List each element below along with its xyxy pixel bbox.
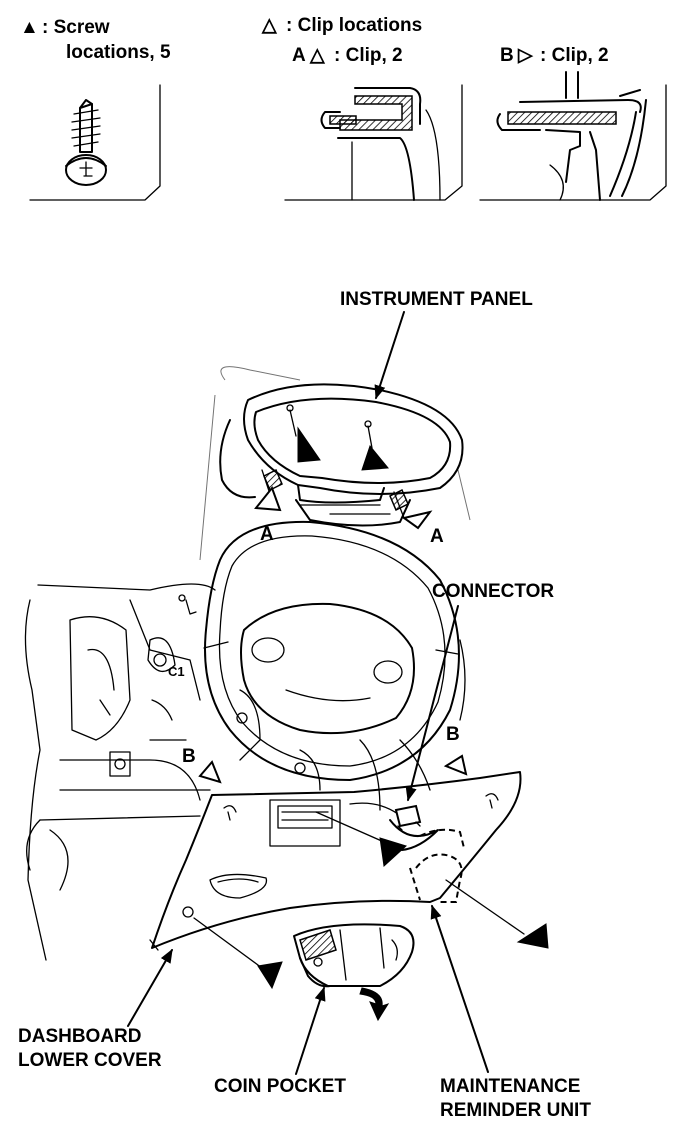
- clip-a-legend-text: : Clip, 2: [334, 45, 403, 66]
- screw-location-markers: [193, 426, 549, 990]
- coin-pocket: [293, 923, 415, 988]
- maintenance-reminder-unit-label: MAINTENANCE: [440, 1076, 580, 1097]
- screw-location-marker-icon: [379, 837, 407, 868]
- dashboard-lower-cover-label-2: LOWER COVER: [18, 1050, 162, 1071]
- clip-b-legend-prefix: B: [500, 45, 514, 66]
- dashboard-lower-cover-label: DASHBOARD: [18, 1026, 142, 1047]
- instrument-panel-label: INSTRUMENT PANEL: [340, 289, 533, 310]
- screw-location-marker-icon: [297, 426, 321, 463]
- clip-b-legend-text: : Clip, 2: [540, 45, 609, 66]
- clip-a-detail-icon: [320, 87, 441, 201]
- clip-b-legend-symbol: ▷: [517, 45, 534, 66]
- screw-location-marker-icon: [257, 961, 283, 990]
- clip-b-detail-icon: [496, 71, 647, 201]
- clip-a-legend-symbol: △: [309, 45, 326, 66]
- instrument-panel: [219, 383, 464, 527]
- clip-a-legend-prefix: A: [292, 45, 306, 66]
- clip-legend-symbol: △: [261, 15, 278, 36]
- dashboard-outline: [24, 366, 471, 961]
- steering-wheel: [178, 520, 460, 781]
- clip-b-left-label: B: [182, 746, 196, 767]
- clip-location-markers: [198, 485, 468, 784]
- dashboard-lower-cover: [149, 771, 522, 951]
- screw-icon: [65, 99, 107, 186]
- clip-location-marker-icon: [401, 510, 433, 530]
- screw-detail: [29, 84, 161, 201]
- clip-a-detail: [284, 84, 463, 201]
- coin-pocket-label: COIN POCKET: [214, 1076, 346, 1097]
- clip-b-detail: [479, 71, 667, 201]
- screw-location-marker-icon: [516, 923, 549, 949]
- callouts: INSTRUMENT PANEL CONNECTOR A A B B DASHB…: [18, 289, 591, 1121]
- c1-tag: C1: [168, 664, 185, 679]
- screw-location-marker-icon: [361, 444, 389, 471]
- screw-legend-text-2: locations, 5: [66, 42, 171, 63]
- connector: [349, 802, 422, 831]
- dashboard-assembly: C1: [24, 366, 549, 1022]
- clip-location-marker-icon: [254, 485, 282, 512]
- clip-a-left-label: A: [260, 524, 274, 545]
- clip-a-right-label: A: [430, 526, 444, 547]
- removal-direction-arrow-icon: [359, 987, 390, 1022]
- clip-legend-text: : Clip locations: [286, 15, 422, 36]
- clip-b-right-label: B: [446, 724, 460, 745]
- legend: ▲ : Screw locations, 5 △ : Clip location…: [20, 15, 667, 201]
- maintenance-reminder-unit-label-2: REMINDER UNIT: [440, 1100, 591, 1121]
- clip-location-marker-icon: [198, 760, 222, 784]
- screw-legend-symbol: ▲: [20, 17, 39, 38]
- connector-label: CONNECTOR: [432, 581, 554, 602]
- screw-legend-text: : Screw: [42, 17, 110, 38]
- clip-location-marker-icon: [443, 754, 468, 776]
